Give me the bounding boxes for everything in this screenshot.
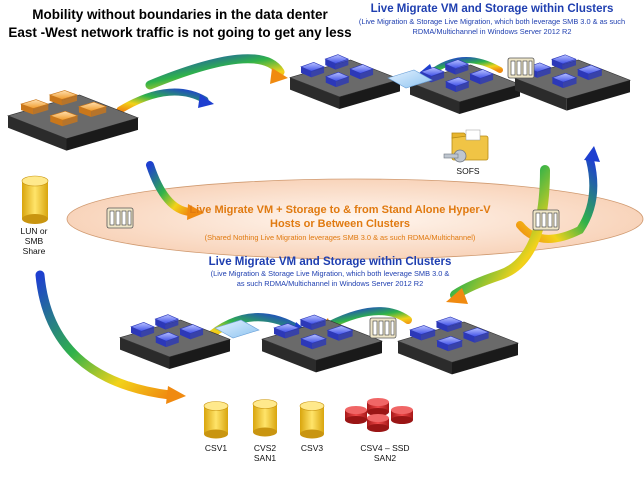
csv2-label-2: SAN1 (253, 453, 277, 463)
top-cluster-sub-2: RDMA/Multichannel in Windows Server 2012… (412, 27, 572, 36)
sofs-label: SOFS (456, 166, 480, 176)
csv4-label-1: CSV4 – SSD (360, 443, 410, 453)
bottom-cluster-host-2 (261, 314, 383, 373)
arrow-mid-left (146, 161, 194, 216)
disk-stack-bottom (369, 317, 397, 339)
header-line-2: East -West network traffic is not going … (8, 25, 352, 40)
band-title-2: Hosts or Between Clusters (270, 218, 410, 230)
arrow-top-right (432, 57, 503, 73)
vm-tile-bottom (214, 319, 260, 339)
bottom-cluster-sub-1: (Live Migration & Storage Live Migration… (210, 269, 450, 278)
bottom-cluster-sub-2: as such RDMA/Multichannel in Windows Ser… (236, 279, 424, 288)
vm-tile-top (387, 69, 433, 89)
band-sub: (Shared Nothing Live Migration leverages… (204, 233, 476, 242)
arrow-left-down (35, 270, 175, 400)
csv4-label-2: SAN2 (373, 453, 397, 463)
sofs-folder-icon (443, 129, 489, 163)
arrow-left-top (116, 88, 209, 114)
disk-stack-right (532, 209, 560, 231)
top-cluster-host-1 (289, 54, 401, 109)
csv1-cylinder-icon (203, 401, 229, 439)
csv2-cylinder-icon (252, 399, 278, 437)
band-title-1: Live Migrate VM + Storage to & from Stan… (189, 204, 491, 216)
lun-label-2: SMB (24, 236, 44, 246)
arrow-top-into-cluster (145, 54, 285, 90)
bottom-cluster-host-1 (119, 314, 231, 369)
top-cluster-sub-1: (Live Migration & Storage Live Migration… (358, 17, 626, 26)
lun-label-3: Share (22, 246, 46, 256)
disk-stacks (106, 57, 560, 339)
csv1-label: CSV1 (204, 443, 228, 453)
csv2-label-1: CVS2 (253, 443, 277, 453)
csv3-cylinder-icon (299, 401, 325, 439)
arrow-head (446, 288, 468, 304)
bottom-cluster-host-3 (397, 316, 519, 375)
servers (7, 54, 631, 375)
arrow-head (270, 68, 288, 84)
disk-stack-left (106, 207, 134, 229)
shared-nothing-band (66, 178, 644, 260)
arrow-head (166, 386, 186, 404)
ssd-disks-icon (345, 398, 413, 432)
csv-cylinders (203, 399, 325, 439)
arrow-head (187, 204, 204, 220)
arrow-bottom-right (326, 307, 412, 329)
arrow-head (584, 146, 600, 162)
disk-stack-top (507, 57, 535, 79)
lun-label-1: LUN or (20, 226, 48, 236)
top-cluster-title: Live Migrate VM and Storage within Clust… (370, 3, 614, 15)
csv3-label: CSV3 (300, 443, 324, 453)
arrow-head (198, 94, 214, 108)
standalone-host (7, 90, 139, 151)
lun-cylinder-icon (21, 175, 49, 224)
bottom-cluster-title: Live Migrate VM and Storage within Clust… (208, 256, 452, 268)
top-cluster-host-2 (409, 59, 521, 114)
header-line-1: Mobility without boundaries in the data … (32, 7, 328, 22)
